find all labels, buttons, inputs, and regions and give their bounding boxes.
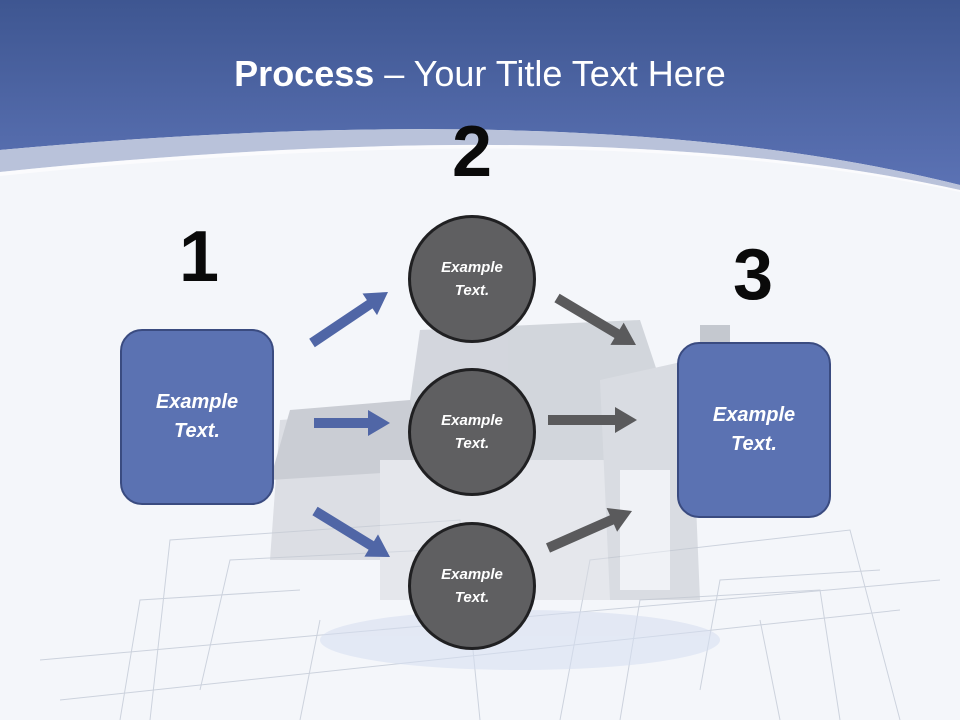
slide-title: Process – Your Title Text Here (0, 52, 960, 96)
step-number-1: 1 (178, 217, 220, 297)
step-box-3-text: Example Text. (712, 404, 796, 455)
step-number-2: 2 (451, 112, 493, 192)
step-number-3: 3 (732, 235, 774, 315)
arrow-bottom-to-box3 (546, 508, 632, 553)
house-illustration (270, 320, 730, 670)
circle-bottom-text: Example Text. (441, 566, 503, 606)
arrow-box1-to-middle (314, 410, 390, 436)
circle-middle: Example Text. (408, 368, 536, 496)
arrow-box1-to-top (309, 292, 388, 348)
title-rest: – Your Title Text Here (374, 53, 726, 94)
step-box-3: Example Text. (677, 342, 831, 518)
circle-bottom: Example Text. (408, 522, 536, 650)
arrow-middle-to-box3 (548, 407, 637, 433)
arrow-box1-to-bottom (312, 506, 390, 557)
arrow-top-to-box3 (554, 293, 636, 345)
circle-middle-text: Example Text. (441, 412, 503, 452)
circle-top: Example Text. (408, 215, 536, 343)
step-box-1: Example Text. (120, 329, 274, 505)
step-box-1-text: Example Text. (155, 391, 239, 442)
circle-top-text: Example Text. (441, 259, 503, 299)
title-bold: Process (234, 53, 375, 94)
